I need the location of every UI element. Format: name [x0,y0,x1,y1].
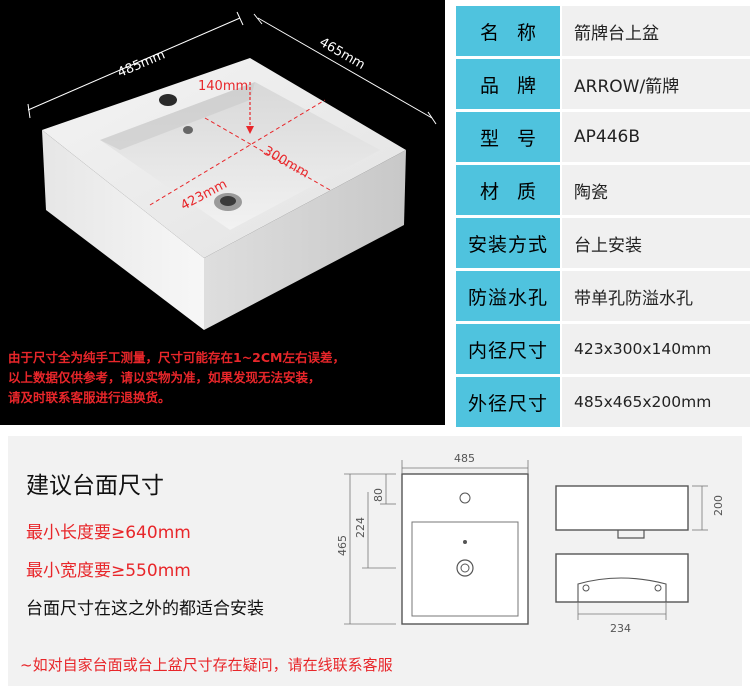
spec-key: 防溢水孔 [456,271,560,321]
min-length-requirement: 最小长度要≥640mm [26,523,191,543]
spec-row-outer-size: 外径尺寸 485x465x200mm [450,377,750,427]
spec-table: 名称 箭牌台上盆 品牌 ARROW/箭牌 型号 AP446B 材质 陶瓷 安装方… [450,0,750,427]
spec-row-install: 安装方式 台上安装 [450,218,750,268]
spec-row-material: 材质 陶瓷 [450,165,750,215]
tap-hole-icon [159,94,177,106]
spec-key: 安装方式 [456,218,560,268]
dim-outer-depth: 465mm [317,35,368,73]
spec-value: AP446B [562,112,750,162]
dim-side-height: 200 [712,495,725,516]
disclaimer-line: 由于尺寸全为纯手工测量，尺寸可能存在1~2CM左右误差， [8,350,345,365]
measurement-disclaimer: 由于尺寸全为纯手工测量，尺寸可能存在1~2CM左右误差， 以上数据仅供参考，请以… [8,348,438,408]
top-view-outline [401,473,529,625]
contact-note: ~如对自家台面或台上盆尺寸存在疑问，请在线联系客服 [20,656,393,674]
spec-row-overflow: 防溢水孔 带单孔防溢水孔 [450,271,750,321]
spec-key: 名称 [456,6,560,56]
spec-key: 材质 [456,165,560,215]
spec-row-model: 型号 AP446B [450,112,750,162]
technical-drawing: 485 465 224 80 200 234 [336,452,725,635]
overflow-hole-icon [183,126,193,134]
spec-value: 箭牌台上盆 [562,6,750,56]
spec-value: ARROW/箭牌 [562,59,750,109]
spec-value: 带单孔防溢水孔 [562,271,750,321]
disclaimer-line: 请及时联系客服进行退换货。 [8,390,171,405]
fit-note: 台面尺寸在这之外的都适合安装 [26,599,264,619]
spec-key: 品牌 [456,59,560,109]
spec-key: 外径尺寸 [456,377,560,427]
disclaimer-line: 以上数据仅供参考，请以实物为准，如果发现无法安装， [8,370,321,385]
spec-value: 台上安装 [562,218,750,268]
dim-outer-width: 485mm [115,47,167,80]
basin-front-left-face [42,130,204,330]
spec-key: 内径尺寸 [456,324,560,374]
product-photo-panel: 485mm 465mm 140mm 423mm 300mm 由于尺寸全为纯手工测… [0,0,445,425]
side-view-outline [555,485,689,531]
basin-front-right-face [204,150,406,330]
spec-row-brand: 品牌 ARROW/箭牌 [450,59,750,109]
spec-key: 型号 [456,112,560,162]
spec-value: 陶瓷 [562,165,750,215]
dim-left-inner: 224 [354,517,367,538]
dim-front-width: 234 [610,622,631,635]
top-view-bowl [411,521,519,617]
spec-row-name: 名称 箭牌台上盆 [450,6,750,56]
dim-top-width: 485 [454,452,475,465]
countertop-title: 建议台面尺寸 [26,473,164,499]
basin-illustration: 485mm 465mm 140mm 423mm 300mm [27,11,437,330]
dim-inner-depth: 140mm [198,79,248,94]
spec-value: 423x300x140mm [562,324,750,374]
spec-row-inner-size: 内径尺寸 423x300x140mm [450,324,750,374]
dim-left-outer: 465 [336,535,349,556]
dim-left-small: 80 [372,488,385,502]
spec-value: 485x465x200mm [562,377,750,427]
min-width-requirement: 最小宽度要≥550mm [26,561,191,581]
countertop-section: 建议台面尺寸 最小长度要≥640mm 最小宽度要≥550mm 台面尺寸在这之外的… [8,436,742,686]
